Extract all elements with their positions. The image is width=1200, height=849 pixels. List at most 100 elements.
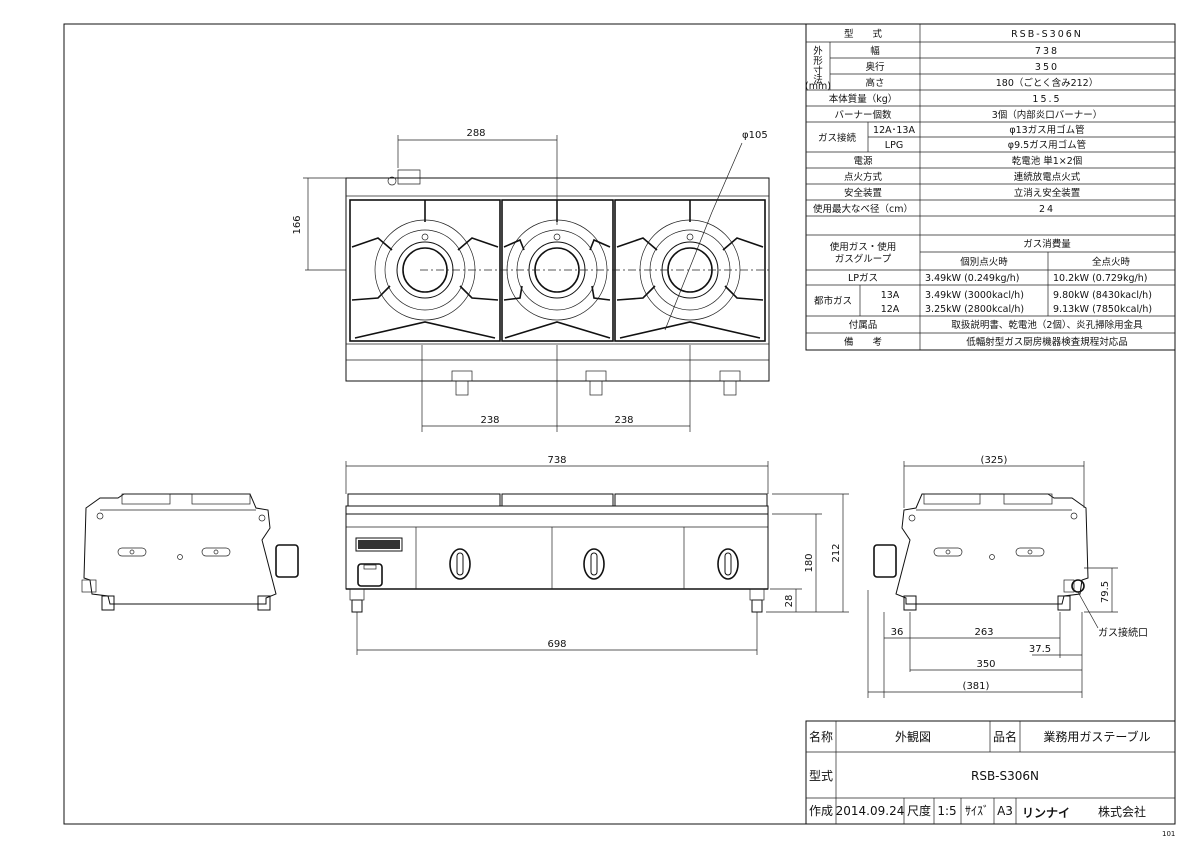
dim-212: 212 — [831, 543, 842, 562]
dim-238-right: 238 — [614, 415, 633, 426]
spec-gas-group-label-1: 使用ガス・使用 — [830, 241, 897, 253]
dim-28: 28 — [784, 595, 795, 608]
drawing-frame — [63, 23, 1176, 825]
dim-698: 698 — [547, 639, 566, 650]
spec-individual-label: 個別点火時 — [960, 256, 1008, 268]
left-side-view — [81, 493, 299, 611]
top-view-dims: 288 φ105 166 238 238 — [292, 128, 768, 432]
tb-scale-label: 尺度 — [907, 803, 931, 818]
spec-notes-value: 低輻射型ガス厨房機器検査規程対応品 — [966, 336, 1128, 348]
spec-all-label: 全点火時 — [1092, 256, 1131, 268]
spec-12a-label: 12A — [881, 304, 900, 315]
front-view-dims: 738 698 180 212 28 — [345, 455, 849, 655]
dim-325: (325) — [981, 455, 1008, 466]
dim-350: 350 — [976, 659, 995, 670]
tb-size-value: A3 — [997, 804, 1013, 818]
sheet-code: 101 — [1162, 830, 1175, 838]
spec-13a-individual: 3.49kW (3000kacl/h) — [925, 290, 1024, 301]
tb-product-value: 業務用ガステーブル — [1043, 729, 1150, 744]
tb-maker-logo: リンナイ — [1022, 806, 1070, 820]
spec-power-value: 乾電池 単1×2個 — [1012, 155, 1083, 167]
spec-depth-value: 350 — [1035, 62, 1059, 73]
spec-13a-label: 13A — [881, 290, 900, 301]
right-side-view — [873, 493, 1089, 611]
spec-safety-value: 立消え安全装置 — [1014, 187, 1081, 199]
tb-name-value: 外観図 — [895, 730, 931, 744]
top-knob-right — [719, 370, 741, 396]
spec-pot-value: 24 — [1039, 204, 1055, 215]
spec-dims-group-5: (mm) — [805, 81, 831, 92]
spec-dims-group-3: 寸 — [813, 65, 823, 77]
dim-dia-105: φ105 — [742, 130, 768, 141]
spec-depth-label: 奥行 — [865, 61, 885, 73]
spec-safety-label: 安全装置 — [844, 187, 882, 199]
spec-consumption-label: ガス消費量 — [1023, 238, 1071, 250]
tb-product-label: 品名 — [993, 729, 1017, 744]
spec-gas-conn-city-value: φ13ガス用ゴム管 — [1009, 124, 1084, 136]
dim-166: 166 — [292, 215, 303, 234]
spec-height-label: 高さ — [865, 77, 884, 89]
tb-maker-suffix: 株式会社 — [1098, 804, 1146, 819]
top-view — [305, 169, 770, 396]
top-knob-center — [585, 370, 607, 396]
top-knob-left — [451, 370, 473, 396]
spec-gas-conn-lpg-value: φ9.5ガス用ゴム管 — [1008, 139, 1086, 151]
burner-right — [616, 200, 764, 339]
spec-table: 型 式 RSB-S306N 外 形 寸 法 (mm) 幅 738 奥行 350 … — [805, 23, 1176, 351]
spec-burners-label: バーナー個数 — [834, 109, 892, 121]
spec-gas-conn-label: ガス接続 — [818, 132, 857, 144]
spec-gas-conn-city-label: 12A･13A — [873, 125, 915, 136]
dim-36: 36 — [891, 627, 904, 638]
front-view — [345, 493, 769, 613]
spec-width-label: 幅 — [870, 45, 880, 57]
front-knob-center — [583, 548, 605, 580]
spec-model-value: RSB-S306N — [1011, 29, 1083, 40]
spec-accessories-value: 取扱説明書、乾電池（2個）、炎孔掃除用金具 — [951, 319, 1143, 331]
spec-ignition-label: 点火方式 — [844, 171, 883, 183]
spec-power-label: 電源 — [853, 156, 873, 167]
spec-lp-all: 10.2kW (0.729kg/h) — [1053, 273, 1147, 284]
spec-accessories-label: 付属品 — [849, 320, 878, 331]
spec-lp-label: LPガス — [848, 273, 878, 284]
spec-mass-value: 15.5 — [1032, 94, 1061, 105]
dim-738: 738 — [547, 455, 566, 466]
spec-dims-group-4: 法 — [813, 74, 823, 86]
spec-ignition-value: 連続放電点火式 — [1014, 171, 1081, 183]
spec-city-label: 都市ガス — [814, 295, 852, 307]
tb-created-label: 作成 — [809, 804, 833, 818]
spec-dims-group-2: 形 — [813, 55, 823, 67]
spec-lp-individual: 3.49kW (0.249kg/h) — [925, 273, 1019, 284]
tb-size-label: ｻｲｽﾞ — [965, 804, 989, 818]
spec-burners-value: 3個（内部炎口バーナー） — [992, 109, 1103, 121]
tb-scale-value: 1:5 — [937, 804, 956, 818]
tb-created-value: 2014.09.24 — [836, 804, 905, 818]
spec-notes-label: 備 考 — [844, 336, 882, 348]
dim-381: (381) — [963, 681, 990, 692]
front-knob-right — [717, 548, 739, 580]
dim-37-5: 37.5 — [1029, 644, 1051, 655]
gas-inlet-label: ガス接続口 — [1098, 626, 1148, 639]
side-view-dims: (325) 79.5 ガス接続口 36 263 37.5 350 (381) — [867, 455, 1148, 698]
spec-12a-all: 9.13kW (7850kcal/h) — [1053, 304, 1152, 315]
dim-238-left: 238 — [480, 415, 499, 426]
battery-box-icon — [357, 563, 383, 587]
spec-height-value: 180（ごとく含み212） — [996, 77, 1098, 89]
dim-79-5: 79.5 — [1100, 581, 1111, 603]
spec-dims-group-1: 外 — [813, 45, 823, 57]
dim-180: 180 — [804, 553, 815, 572]
spec-pot-label: 使用最大なべ径（cm） — [813, 203, 913, 215]
tb-type-label: 型式 — [809, 769, 833, 783]
dim-288: 288 — [466, 128, 485, 139]
dim-263: 263 — [974, 627, 993, 638]
spec-mass-label: 本体質量（kg） — [829, 93, 898, 105]
tb-type-value: RSB-S306N — [971, 769, 1039, 783]
spec-width-value: 738 — [1035, 46, 1059, 57]
tb-name-label: 名称 — [809, 729, 833, 744]
burner-left — [351, 200, 499, 339]
spec-13a-all: 9.80kW (8430kacl/h) — [1053, 290, 1152, 301]
spec-12a-individual: 3.25kW (2800kcal/h) — [925, 304, 1024, 315]
spec-gas-group-label-2: ガスグループ — [835, 253, 892, 265]
spec-gas-conn-lpg-label: LPG — [885, 140, 903, 151]
spec-model-label: 型 式 — [844, 28, 883, 40]
